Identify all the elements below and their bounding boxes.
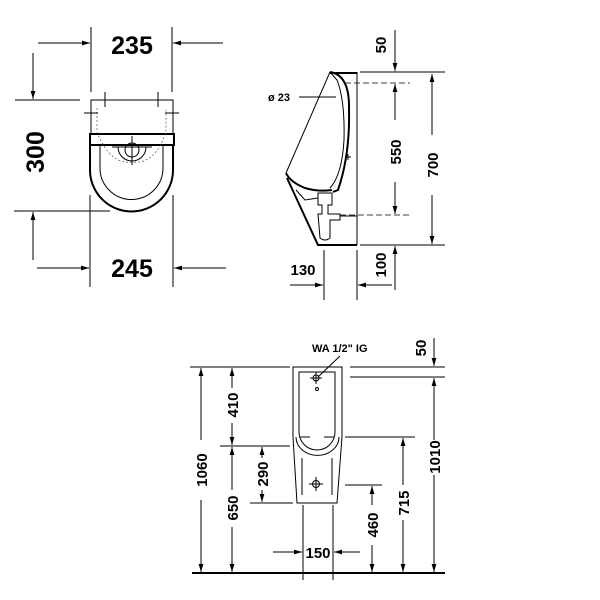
dimension-100: 100 (373, 252, 390, 277)
urinal-side-outline (285, 71, 358, 246)
top-view: 235 300 245 (14, 27, 226, 287)
dimension-235: 235 (111, 32, 153, 60)
dimension-150: 150 (305, 545, 330, 562)
dimension-550: 550 (388, 139, 405, 164)
dimension-715: 715 (396, 490, 413, 515)
dimension-1010: 1010 (427, 440, 444, 473)
front-view: WA 1/2" IG 1060 410 650 290 150 460 715 (190, 338, 445, 580)
side-view: ø 23 50 550 700 100 130 (268, 30, 445, 300)
dimension-460: 460 (365, 512, 382, 537)
dimension-650: 650 (225, 495, 242, 520)
dimension-50: 50 (373, 37, 390, 54)
dimension-1060: 1060 (194, 453, 211, 486)
leader-line (317, 355, 341, 378)
diameter-label: ø 23 (268, 92, 290, 104)
dimension-300: 300 (22, 131, 50, 173)
urinal-top-outline (84, 92, 179, 213)
dimension-700: 700 (425, 152, 442, 177)
dimension-410: 410 (225, 392, 242, 417)
dimension-290: 290 (255, 461, 272, 486)
dimension-50: 50 (413, 340, 430, 357)
water-inlet-label: WA 1/2" IG (312, 343, 368, 355)
dimension-130: 130 (290, 262, 315, 279)
dimension-245: 245 (111, 255, 153, 283)
urinal-front-outline (292, 366, 343, 504)
